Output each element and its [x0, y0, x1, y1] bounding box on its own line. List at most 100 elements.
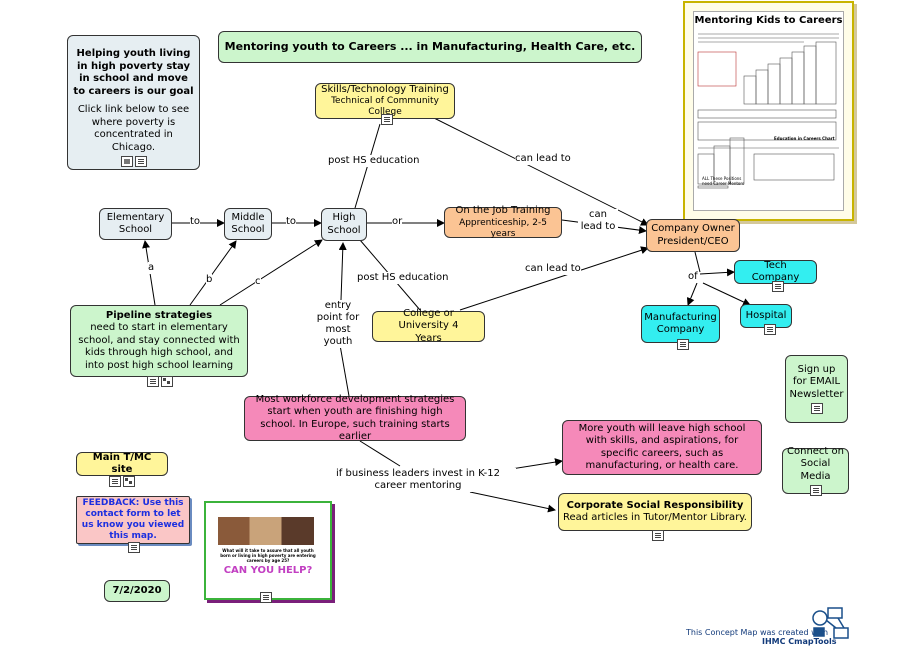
poster-resource-icon[interactable]	[260, 592, 272, 603]
link-label-to-1: to	[190, 216, 201, 228]
manufacturing-label: Manufacturing Company	[644, 311, 717, 336]
poster-cta: CAN YOU HELP?	[223, 565, 313, 576]
pipeline-concept-map-icon[interactable]	[161, 375, 173, 387]
pipeline-strategies-node[interactable]: Pipeline strategies need to start in ele…	[70, 305, 248, 377]
link-college-owner	[459, 246, 649, 311]
email-signup-node[interactable]: Sign up for EMAIL Newsletter	[785, 355, 848, 423]
csr-body: Read articles in Tutor/Mentor Library.	[563, 512, 747, 523]
link-ifbiz-csr	[469, 491, 556, 513]
skills-resource-icon[interactable]	[381, 114, 393, 125]
skills-title: Skills/Technology Training	[321, 83, 449, 95]
image-resource-icon[interactable]	[120, 156, 133, 167]
link-owner-tech	[694, 251, 701, 273]
more-youth-label: More youth will leave high school with s…	[578, 422, 746, 472]
thumbnail-title: Mentoring Kids to Careers	[694, 15, 843, 26]
mentoring-kids-chart-thumbnail[interactable]: Mentoring Kids to Careers Education in C…	[683, 1, 854, 221]
thumbnail-caption: Education in Careers Chart	[774, 136, 835, 141]
tech-resource-icon[interactable]	[772, 281, 784, 292]
thumbnail-staircase-graphic	[697, 33, 839, 189]
manufacturing-company-node[interactable]: Manufacturing Company	[641, 305, 720, 343]
intro-bold-text: Helping youth living in high poverty sta…	[73, 48, 194, 97]
signup-resource-icon[interactable]	[810, 403, 823, 415]
link-label-b: b	[206, 274, 213, 286]
tech-label: Tech Company	[751, 259, 800, 284]
hospital-resource-icon[interactable]	[764, 324, 776, 335]
workforce-strategies-node[interactable]: Most workforce development strategies st…	[244, 393, 466, 443]
cmaptools-credit: This Concept Map was created with IHMC C…	[686, 628, 837, 646]
skills-training-node[interactable]: Skills/Technology Training Technical of …	[315, 83, 455, 119]
feedback-resource-icon[interactable]	[128, 542, 140, 553]
credit-line-2: IHMC CmapTools	[762, 637, 837, 646]
link-label-entry-point: entry point for most youth	[315, 300, 361, 348]
link-work-ifbiz	[359, 440, 401, 467]
manufacturing-resource-icon[interactable]	[677, 339, 689, 350]
can-you-help-poster[interactable]: What will it take to assure that all you…	[204, 501, 332, 600]
college-label: College or University 4 Years	[398, 307, 459, 344]
link-label-can-lead-1: can lead to	[515, 153, 571, 165]
pipeline-title: Pipeline strategies	[105, 309, 213, 321]
more-youth-outcome-node[interactable]: More youth will leave high school with s…	[562, 420, 762, 475]
link-label-can-lead-2: can lead to	[578, 209, 618, 233]
link-label-if-business: if business leaders invest in K-12 caree…	[320, 468, 516, 492]
document-resource-icon[interactable]	[134, 156, 147, 167]
link-skills-owner	[429, 115, 649, 226]
pipeline-icons	[146, 370, 174, 389]
elementary-label: Elementary School	[106, 211, 165, 236]
main-site-node[interactable]: Main T/MC site	[76, 452, 168, 476]
link-of-tech	[699, 268, 735, 277]
main-site-label: Main T/MC site	[92, 451, 152, 476]
link-label-or: or	[392, 216, 403, 228]
main-site-document-icon[interactable]	[109, 475, 121, 487]
hospital-label: Hospital	[745, 309, 787, 321]
social-label: Connect on Social Media	[787, 445, 844, 482]
credit-line-1: This Concept Map was created with	[686, 628, 829, 637]
high-school-node[interactable]: High School	[321, 208, 367, 241]
signup-label: Sign up for EMAIL Newsletter	[789, 363, 844, 400]
middle-label: Middle School	[231, 211, 265, 236]
pipeline-body: need to start in elementary school, and …	[78, 322, 240, 371]
poster-photo-strip	[218, 517, 314, 545]
ojt-title: On the Job Training	[455, 205, 551, 217]
link-entry-high	[338, 242, 347, 301]
high-label: High School	[327, 212, 361, 236]
link-work-entry	[339, 344, 350, 397]
csr-resource-icon[interactable]	[652, 530, 664, 541]
thumbnail-caption-2: ALL These Positions need Career Mentors	[702, 176, 745, 186]
map-title-text: Mentoring youth to Careers ... in Manufa…	[224, 39, 636, 53]
ojt-subtitle: Apprenticeship, 2-5 years	[459, 217, 547, 239]
link-pipe-high	[219, 239, 323, 306]
social-resource-icon[interactable]	[809, 485, 822, 497]
date-label: 7/2/2020	[112, 584, 162, 596]
workforce-label: Most workforce development strategies st…	[255, 393, 455, 443]
company-owner-node[interactable]: Company Owner President/CEO	[646, 219, 740, 252]
intro-body-text: Click link below to see where poverty is…	[77, 104, 190, 153]
intro-box: Helping youth living in high poverty sta…	[67, 35, 200, 170]
link-pipe-mid	[189, 240, 237, 306]
poster-question: What will it take to assure that all you…	[220, 548, 316, 563]
link-label-can-lead-3: can lead to	[525, 263, 581, 275]
link-of-hospital	[702, 282, 751, 306]
map-title: Mentoring youth to Careers ... in Manufa…	[218, 31, 642, 63]
cmaptools-logo-icon	[812, 607, 849, 639]
skills-subtitle: Technical of Community College	[331, 96, 439, 118]
csr-title: Corporate Social Responsibility	[566, 499, 744, 511]
tech-company-node[interactable]: Tech Company	[734, 260, 817, 284]
pipeline-document-icon[interactable]	[147, 375, 159, 387]
link-label-post-hs-1: post HS education	[328, 155, 420, 167]
on-the-job-training-node[interactable]: On the Job Training Apprenticeship, 2-5 …	[444, 205, 562, 239]
feedback-node[interactable]: FEEDBACK: Use this contact form to let u…	[76, 496, 190, 544]
corporate-social-responsibility-node[interactable]: Corporate Social Responsibility Read art…	[558, 493, 752, 531]
social-media-node[interactable]: Connect on Social Media	[782, 445, 849, 497]
college-node[interactable]: College or University 4 Years	[372, 308, 485, 344]
link-label-a: a	[148, 262, 155, 274]
middle-school-node[interactable]: Middle School	[224, 208, 272, 240]
link-label-post-hs-2: post HS education	[357, 272, 449, 284]
elementary-school-node[interactable]: Elementary School	[99, 208, 172, 240]
main-site-icons	[108, 470, 136, 489]
main-site-concept-map-icon[interactable]	[123, 475, 135, 487]
link-label-of: of	[688, 271, 698, 283]
feedback-label: FEEDBACK: Use this contact form to let u…	[81, 498, 185, 541]
link-label-to-2: to	[286, 216, 297, 228]
date-node: 7/2/2020	[104, 580, 170, 602]
link-label-c: c	[255, 276, 261, 288]
